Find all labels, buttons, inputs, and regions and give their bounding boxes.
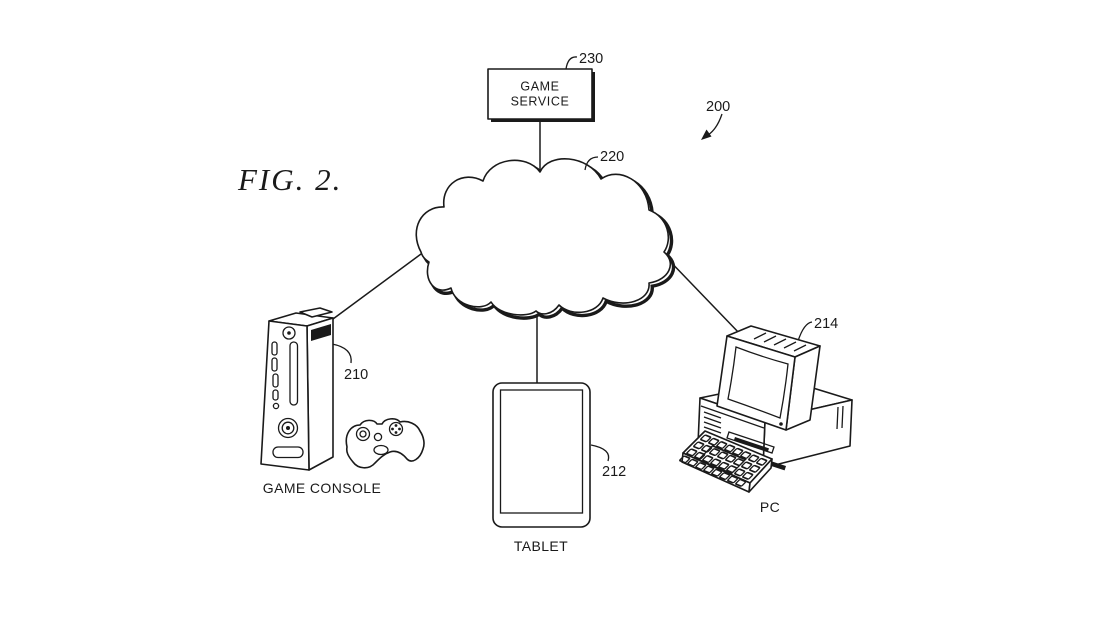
leader-212 [590, 444, 610, 462]
gamepad-dpad [373, 444, 389, 456]
gamepad-button-y [394, 424, 398, 427]
console-disc-tray [299, 307, 333, 318]
pc-keyboard [679, 430, 773, 493]
game-service-node: GAME SERVICE [487, 68, 595, 122]
leader-210 [331, 343, 352, 364]
console-vent-strip [289, 341, 299, 406]
pc-monitor-vents [753, 332, 807, 352]
keyboard-key-row-1 [700, 434, 768, 466]
game-service-label-line2: SERVICE [511, 95, 570, 109]
console-slot-1 [271, 341, 278, 356]
console-bottom-slot [272, 446, 304, 459]
pc-base-right-detail [836, 405, 844, 430]
console-sync-dot [287, 331, 291, 335]
gamepad-button-cluster [388, 421, 404, 437]
pc-drawing [679, 325, 853, 493]
connector-cloud-pc [662, 253, 742, 336]
pc-monitor-power-dot [779, 422, 783, 426]
tablet-drawing [492, 382, 591, 528]
console-power-outer [277, 417, 299, 439]
keyboard-key-cluster-outline [697, 444, 747, 475]
connector-cloud-console [332, 253, 422, 320]
system-ref-arrowhead [701, 129, 712, 140]
system-ref-arrow-curve [707, 113, 723, 136]
keyboard-key-row-2 [693, 441, 761, 473]
ref-214: 214 [814, 316, 838, 332]
gamepad-left-stick [355, 426, 371, 442]
gamepad-left-stick-top [359, 430, 367, 438]
pc-base-bezel-line [700, 405, 765, 429]
console-power-inner [281, 421, 295, 435]
ref-212: 212 [602, 464, 626, 480]
console-sync-button [282, 326, 296, 340]
console-side-face [306, 317, 334, 471]
network-cloud [415, 158, 676, 320]
ref-220: 220 [600, 149, 624, 165]
pc-base-vents [703, 411, 722, 434]
system-ref-group: 200 [701, 99, 730, 140]
tablet-screen [499, 389, 584, 514]
reference-labels: 230 220 210 212 214 200 [331, 51, 838, 480]
game-service-label-line1: GAME [520, 80, 559, 94]
game-service-box [487, 68, 593, 120]
connector-lines [332, 119, 742, 383]
ref-230: 230 [579, 51, 603, 67]
console-eject-dot [272, 402, 280, 410]
console-slot-2 [271, 357, 278, 372]
leader-214 [797, 321, 813, 342]
console-power-dot [286, 426, 290, 430]
console-slot-3 [272, 373, 279, 388]
pc-floppy-slot [726, 431, 775, 454]
leader-220 [584, 156, 599, 171]
keyboard-key-row-3 [686, 448, 754, 480]
game-console-caption: GAME CONSOLE [263, 480, 381, 496]
keyboard-side-face [748, 458, 773, 493]
keyboard-key-row-4 [679, 455, 747, 487]
gamepad-button-a [394, 431, 398, 434]
pc-floppy-slot-dark [733, 437, 769, 452]
gamepad-guide-button [373, 432, 383, 442]
leader-230 [565, 56, 578, 70]
tablet-caption: TABLET [514, 538, 568, 554]
pc-caption: PC [760, 499, 780, 515]
gamepad-body [345, 418, 425, 469]
console-slot-4 [272, 389, 279, 401]
gamepad-button-x [391, 427, 394, 431]
pc-monitor-front [716, 335, 796, 431]
ref-210: 210 [344, 367, 368, 383]
tablet-body [492, 382, 591, 528]
pc-monitor-screen [727, 346, 789, 419]
console-side-vent [311, 324, 331, 341]
cloud-shape [415, 158, 672, 316]
gamepad-button-b [398, 427, 401, 431]
gamepad-drawing [345, 418, 425, 469]
keyboard-keys [679, 434, 768, 487]
ref-200: 200 [706, 99, 730, 115]
figure-title: FIG. 2. [237, 162, 342, 197]
game-console-drawing [260, 307, 425, 471]
